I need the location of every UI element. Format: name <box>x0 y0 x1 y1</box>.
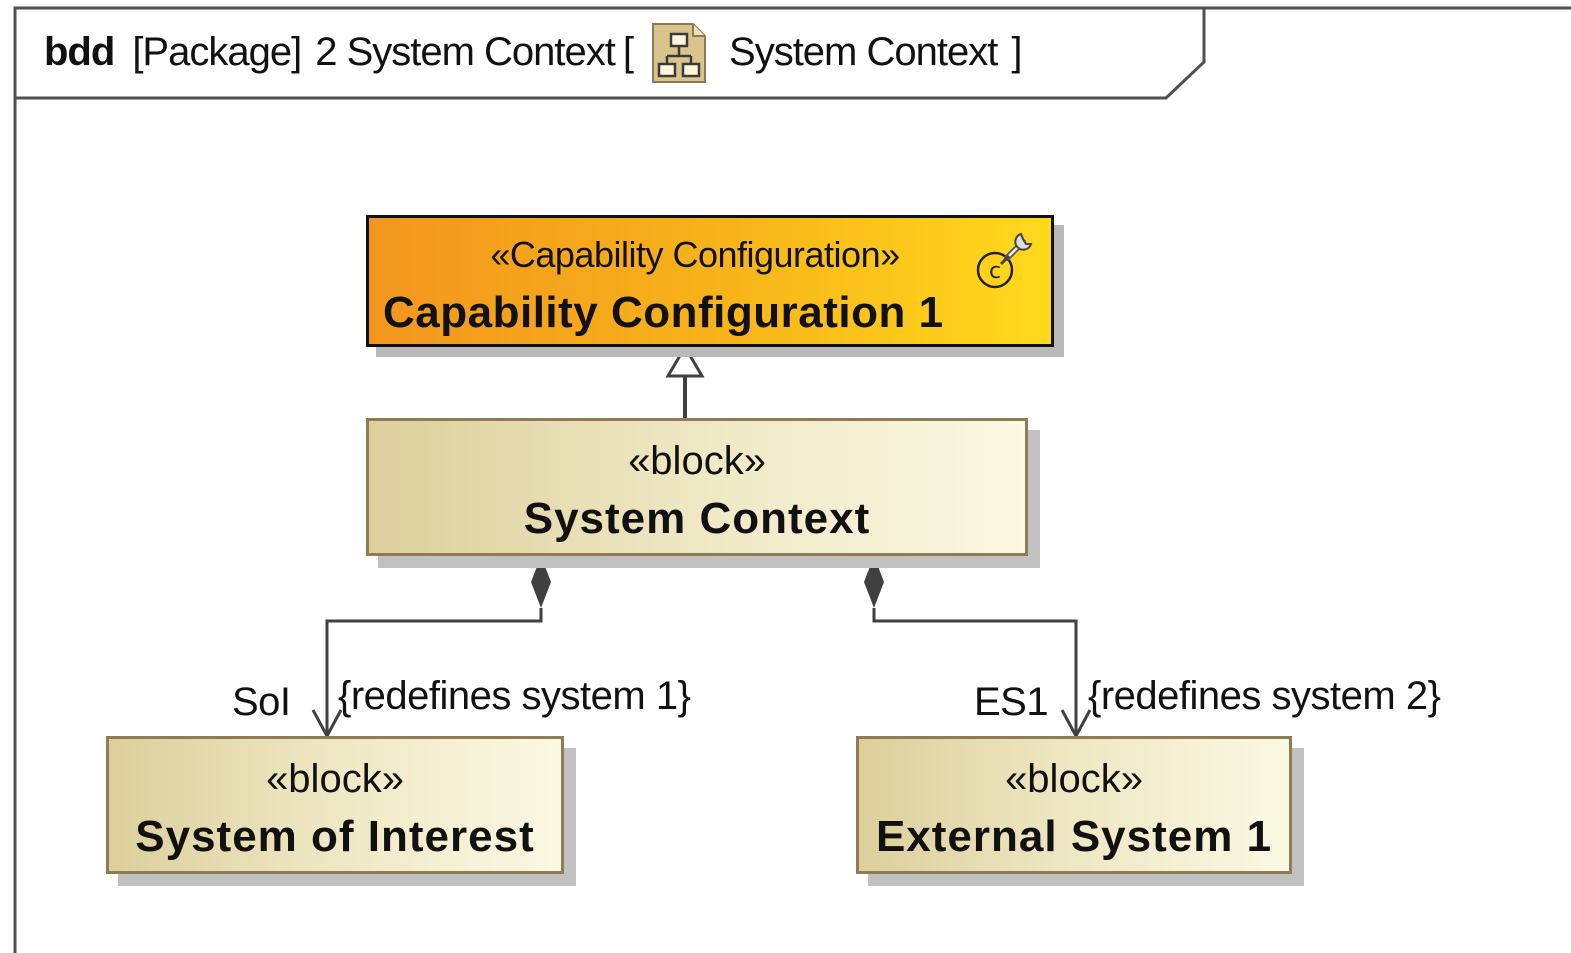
bdd-diagram-icon <box>652 23 707 83</box>
diagram-name: 2 System Context <box>315 29 616 74</box>
frame-border <box>13 6 1571 953</box>
external-system-block[interactable]: «block» External System 1 <box>856 736 1292 874</box>
svg-text:c: c <box>989 259 1001 284</box>
composition-diamond <box>864 556 884 608</box>
block-name: External System 1 <box>875 812 1273 861</box>
diagram-element-type: [Package] <box>132 29 302 74</box>
generalization-arrowhead <box>665 344 705 378</box>
constraint-label-soi: {redefines system 1} <box>338 674 691 718</box>
system-context-block[interactable]: «block» System Context <box>366 418 1028 556</box>
frame-header: bdd [Package] 2 System Context [ System … <box>16 6 1022 98</box>
block-name: System of Interest <box>135 812 535 861</box>
constraint-label-es1: {redefines system 2} <box>1088 674 1441 718</box>
role-label-soi: SoI <box>232 680 291 724</box>
block-stereotype: «block» <box>266 757 404 801</box>
role-label-es1: ES1 <box>974 680 1049 724</box>
system-of-interest-block[interactable]: «block» System of Interest <box>106 736 564 874</box>
block-stereotype: «block» <box>628 439 766 483</box>
capability-configuration-icon: c <box>976 232 1033 289</box>
composition-connector-soi <box>311 556 551 740</box>
block-stereotype: «Capability Configuration» <box>490 234 900 275</box>
frame-name-tab <box>15 8 1206 100</box>
generalization-connector <box>665 344 705 418</box>
block-stereotype: «block» <box>1005 757 1143 801</box>
capability-configuration-block[interactable]: «Capability Configuration» Capability Co… <box>366 215 1054 347</box>
open-bracket: [ <box>622 29 634 74</box>
diagram-reference: System Context <box>729 29 998 74</box>
block-name: System Context <box>523 494 871 543</box>
diagram-kind: bdd <box>44 29 115 74</box>
close-bracket: ] <box>1011 29 1022 74</box>
composition-diamond <box>531 556 551 608</box>
block-name: Capability Configuration 1 <box>383 288 944 337</box>
